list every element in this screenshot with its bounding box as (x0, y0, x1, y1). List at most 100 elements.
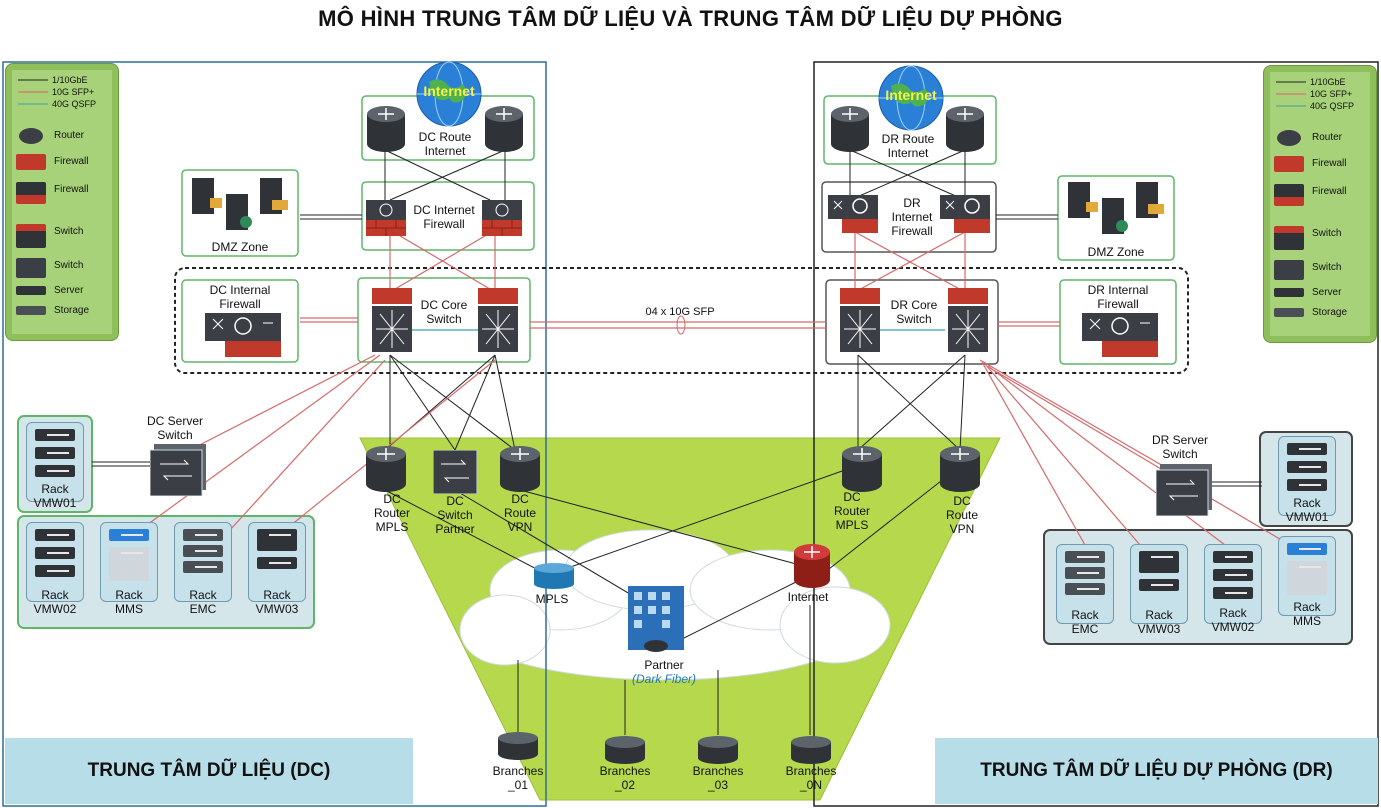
router-icon (500, 446, 540, 492)
dc-region-label: TRUNG TÂM DỮ LIỆU (DC) (5, 738, 413, 804)
rack-icon (1130, 544, 1188, 624)
legend-dr: 1/10GbE 10G SFP+ 40G QSFP Router Firewal… (1263, 65, 1377, 343)
rack-icon (1278, 436, 1336, 516)
branch-router-icon (791, 736, 831, 764)
dc-boundary (2, 61, 547, 807)
legend-line-label: 40G QSFP (1310, 101, 1355, 111)
rack-icon (26, 522, 84, 602)
globe-icon (878, 65, 944, 131)
legend-item: Switch (1312, 262, 1342, 273)
firewall-icon (205, 313, 281, 357)
core-switch-icon (478, 288, 518, 352)
legend-line-label: 1/10GbE (1310, 77, 1346, 87)
rack-icon (1056, 544, 1114, 624)
dmz-servers-icon (192, 178, 288, 230)
legend-item: Storage (54, 305, 90, 316)
rack-icon (248, 522, 306, 602)
building-icon (628, 586, 684, 652)
storage-icon (1274, 308, 1304, 317)
branch-router-icon (698, 736, 738, 764)
switch-icon (1274, 226, 1304, 250)
switch-icon (1274, 260, 1304, 280)
core-link-label: 04 x 10G SFP (645, 306, 715, 318)
server-icon (16, 286, 46, 295)
mpls-router-icon (534, 563, 574, 589)
server-switch-icon (1156, 464, 1212, 516)
core-switch-icon (840, 288, 880, 352)
rack-icon (1204, 544, 1262, 624)
firewall-icon (16, 154, 46, 170)
dmz-label: DMZ Zone (211, 240, 269, 254)
legend-item: Firewall (1312, 158, 1347, 169)
dr-region-label: TRUNG TÂM DỮ LIỆU DỰ PHÒNG (DR) (935, 738, 1378, 804)
firewall-icon (828, 195, 878, 233)
firewall-icon (16, 182, 46, 204)
legend-line-label: 10G SFP+ (52, 87, 95, 97)
legend-item: Switch (1312, 228, 1342, 239)
legend-item: Server (54, 285, 84, 296)
router-icon (831, 106, 869, 152)
cloud-internet-label: Internet (787, 590, 829, 604)
branch-router-icon (498, 732, 538, 760)
core-switch-icon (948, 288, 988, 352)
core-switch-icon (372, 288, 412, 352)
router-icon (842, 446, 882, 492)
switch-icon (16, 224, 46, 248)
legend-item: Switch (54, 226, 84, 237)
branch-label: Branches_0N (785, 764, 837, 792)
firewall-icon (1274, 156, 1304, 172)
server-icon (1274, 288, 1304, 297)
branch-label: Branches_03 (692, 764, 744, 792)
storage-icon (16, 306, 46, 315)
internet-label: Internet (885, 87, 937, 103)
legend-item: Firewall (54, 184, 89, 195)
switch-icon (16, 258, 46, 278)
page-title: MÔ HÌNH TRUNG TÂM DỮ LIỆU VÀ TRUNG TÂM D… (318, 6, 1063, 31)
legend-item: Switch (54, 260, 84, 271)
router-icon (1277, 130, 1301, 146)
branch-label: Branches_01 (492, 764, 544, 792)
rack-icon (1278, 536, 1336, 616)
router-icon (940, 446, 980, 492)
legend-item: Server (1312, 287, 1342, 298)
legend-dc: 1/10GbE 10G SFP+ 40G QSFP Router Firewal… (5, 63, 119, 341)
rack-icon (26, 422, 84, 502)
firewall-icon (940, 195, 990, 233)
partner-label: Partner (644, 658, 684, 672)
mpls-label: MPLS (535, 592, 569, 606)
dmz-servers-icon (1068, 182, 1164, 234)
router-icon (366, 446, 406, 492)
firewall-icon (482, 200, 522, 236)
legend-item: Firewall (54, 156, 89, 167)
firewall-icon (1274, 184, 1304, 206)
firewall-icon (366, 200, 406, 236)
internet-router-icon (794, 544, 830, 588)
router-icon (485, 106, 523, 152)
switch-icon (433, 450, 477, 494)
legend-item: Storage (1312, 307, 1348, 318)
server-switch-icon (150, 444, 206, 496)
legend-line-label: 10G SFP+ (1310, 89, 1353, 99)
dmz-label: DMZ Zone (1087, 245, 1145, 259)
dr-boundary (813, 61, 1379, 807)
legend-item: Router (1312, 132, 1343, 143)
branch-label: Branches_02 (599, 764, 651, 792)
branch-router-icon (605, 736, 645, 764)
